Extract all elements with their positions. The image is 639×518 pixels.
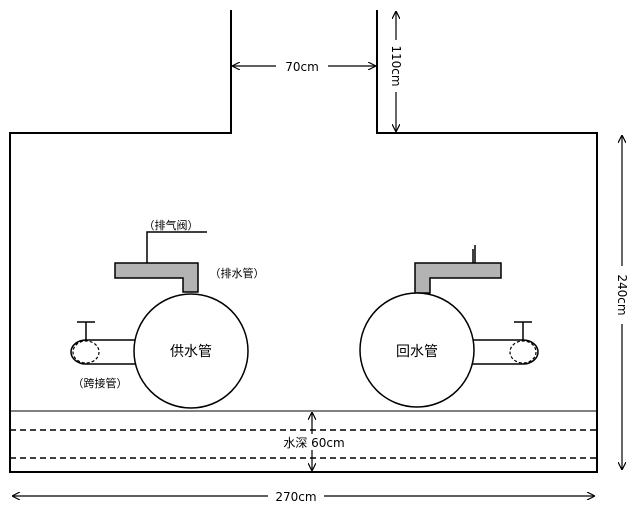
return-bypass-end [509, 340, 537, 364]
supply-bypass-end [72, 340, 100, 364]
return-bypass-pipe [472, 339, 539, 365]
dim-pit-width-label: 270cm [275, 490, 316, 504]
dim-shaft-width-label: 70cm [285, 60, 319, 74]
supply-pipe-label: 供水管 [170, 344, 212, 360]
supply-bypass-pipe [70, 339, 136, 365]
return-drain-fitting [414, 262, 502, 294]
supply-air-valve [146, 231, 207, 263]
supply-pipe-circle [133, 293, 249, 409]
return-pipe-label: 回水管 [396, 344, 438, 360]
air-valve-label: （排气阀） [144, 218, 199, 232]
dim-shaft-height-label: 110cm [389, 45, 403, 86]
drain-pipe-label: （排水管） [210, 266, 265, 280]
return-pipe-circle [359, 292, 475, 408]
pit-outline [9, 10, 598, 473]
bypass-pipe-label: （跨接管） [73, 376, 128, 390]
supply-drain-fitting [114, 262, 199, 293]
dim-water-depth-label: 水深 60cm [283, 436, 344, 450]
supply-bypass-valve [77, 321, 95, 340]
return-bypass-valve [514, 321, 532, 340]
dim-pit-height-label: 240cm [615, 274, 629, 315]
